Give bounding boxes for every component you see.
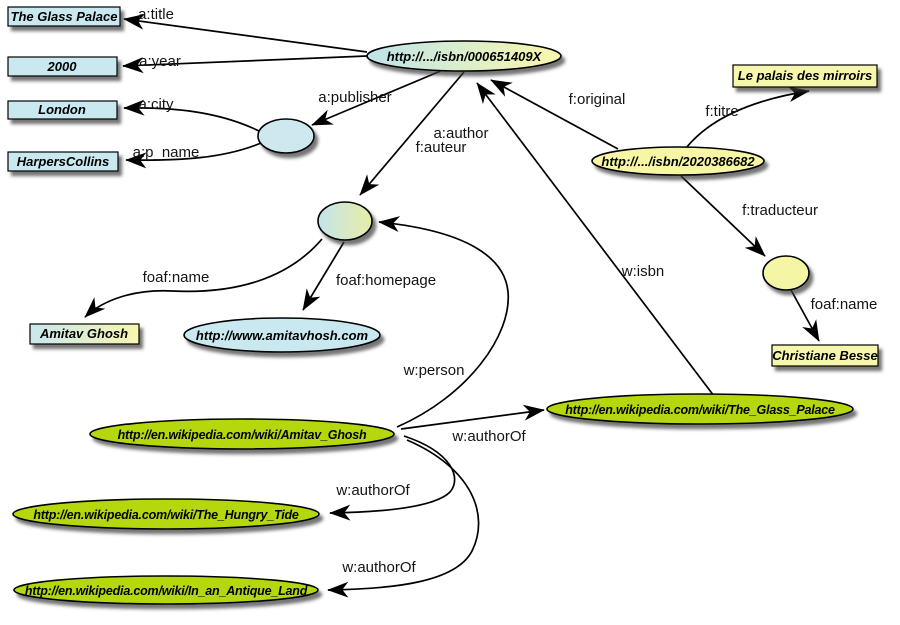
label-f-traducteur: f:traducteur [742, 202, 818, 219]
label-foaf-name-right: foaf:name [811, 296, 878, 313]
label-a-publisher: a:publisher [318, 89, 391, 106]
literal-city-text: London [38, 102, 86, 117]
node-book-fr: http://.../isbn/2020386682 [591, 146, 765, 176]
edge-f-original [490, 79, 619, 150]
resource-nodes: http://.../isbn/000651409X http://.../is… [12, 40, 854, 605]
literal-year-text: 2000 [47, 59, 78, 74]
literal-nodes: The Glass Palace 2000 London HarpersColl… [7, 6, 879, 367]
label-w-person: w:person [403, 362, 465, 379]
edge-a-year [122, 55, 368, 74]
label-a-title: a:title [138, 6, 174, 23]
label-w-authorof-glass: w:authorOf [451, 428, 526, 445]
edge-w-isbn [476, 82, 715, 397]
label-f-auteur: f:auteur [416, 139, 467, 156]
node-blank-publisher [257, 118, 315, 154]
edge-foaf-homepage [302, 241, 345, 311]
edge-f-titre [685, 86, 810, 149]
edge-foaf-name-left [84, 238, 323, 318]
literal-glass-palace: The Glass Palace [7, 6, 121, 27]
label-w-isbn: w:isbn [621, 263, 665, 280]
edge-f-traducteur [680, 175, 766, 257]
node-wiki-hungry-text: http://en.wikipedia.com/wiki/The_Hungry_… [33, 508, 299, 522]
edge-a-publisher [311, 69, 444, 126]
label-foaf-name-left: foaf:name [143, 269, 210, 286]
node-wiki-antique: http://en.wikipedia.com/wiki/In_an_Antiq… [13, 575, 319, 605]
node-book-fr-text: http://.../isbn/2020386682 [601, 154, 755, 169]
label-w-authorof-antique: w:authorOf [341, 559, 416, 576]
label-f-titre: f:titre [705, 103, 738, 120]
label-w-authorof-hungry: w:authorOf [335, 482, 410, 499]
literal-publisher-name-text: HarpersCollins [17, 154, 109, 169]
label-a-city: a:city [138, 96, 174, 113]
edge-foaf-name-right [790, 289, 820, 342]
label-a-year: a:year [139, 53, 181, 70]
node-wiki-ghosh: http://en.wikipedia.com/wiki/Amitav_Ghos… [89, 418, 395, 450]
node-wiki-ghosh-text: http://en.wikipedia.com/wiki/Amitav_Ghos… [118, 428, 367, 442]
node-wiki-glass-text: http://en.wikipedia.com/wiki/The_Glass_P… [565, 403, 835, 417]
label-a-author: a:author [433, 125, 488, 142]
node-book-en: http://.../isbn/000651409X [366, 40, 562, 72]
literal-amitav: Amitav Ghosh [29, 323, 140, 345]
edge-w-authorof-antique [327, 439, 480, 598]
edges [84, 13, 820, 598]
edge-a-p-name [125, 142, 262, 169]
label-a-p-name: a:p_name [133, 144, 200, 161]
literal-palais-text: Le palais des mirroirs [738, 68, 872, 83]
label-f-original: f:original [569, 91, 626, 108]
node-homepage-text: http://www.amitavhosh.com [196, 328, 369, 343]
edge-a-city [123, 99, 260, 132]
node-wiki-glass: http://en.wikipedia.com/wiki/The_Glass_P… [546, 393, 854, 425]
node-wiki-hungry: http://en.wikipedia.com/wiki/The_Hungry_… [12, 498, 320, 530]
node-blank-author [317, 201, 373, 241]
literal-palais: Le palais des mirroirs [732, 64, 878, 88]
literal-city: London [7, 100, 118, 120]
node-blank-translator [762, 255, 810, 291]
edge-a-author-f-auteur [359, 71, 465, 196]
literal-christiane: Christiane Besse [771, 344, 879, 367]
literal-year: 2000 [7, 56, 118, 77]
edge-w-authorof-hungry [329, 435, 456, 521]
label-foaf-homepage: foaf:homepage [336, 272, 436, 289]
literal-amitav-text: Amitav Ghosh [39, 326, 128, 341]
node-book-en-text: http://.../isbn/000651409X [387, 49, 543, 64]
edge-a-title [123, 13, 368, 53]
literal-publisher-name: HarpersCollins [7, 151, 119, 172]
node-wiki-antique-text: http://en.wikipedia.com/wiki/In_an_Antiq… [25, 584, 308, 598]
literal-christiane-text: Christiane Besse [772, 348, 878, 363]
literal-glass-palace-text: The Glass Palace [11, 9, 118, 24]
edge-w-authorof-glass [400, 404, 545, 430]
edge-w-person [378, 216, 509, 428]
node-homepage: http://www.amitavhosh.com [183, 317, 381, 353]
edge-labels: a:title a:year a:city a:p_name a:publish… [133, 6, 878, 576]
